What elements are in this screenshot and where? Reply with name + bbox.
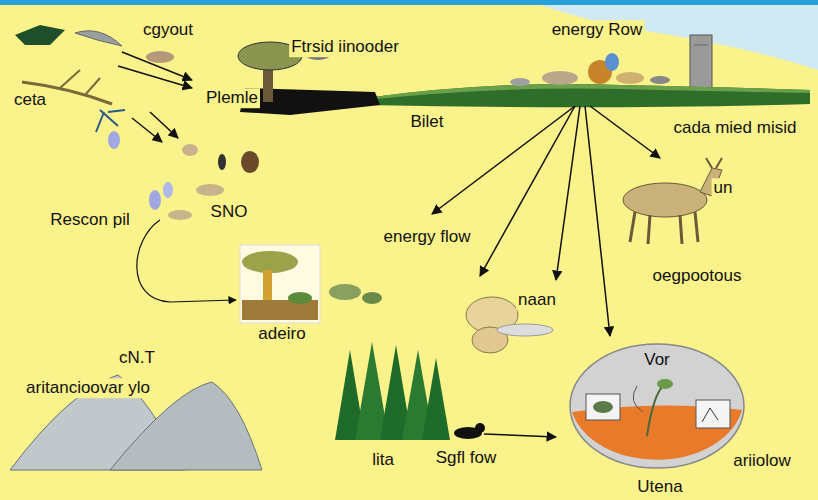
flow-arrow [585, 106, 610, 336]
flow-arrow [484, 434, 556, 437]
label: cgyout [141, 20, 195, 40]
label: Ftrsid iinooder [289, 37, 401, 57]
tower [690, 35, 712, 95]
label: cada mied misid [672, 118, 799, 138]
sky [540, 5, 818, 70]
flow-arrow [132, 118, 162, 142]
plants [108, 131, 120, 149]
plants [96, 110, 125, 132]
dome-detail [586, 394, 620, 420]
dome-detail [570, 344, 744, 468]
plants [163, 182, 173, 198]
plants [22, 70, 259, 220]
flow-arrow [590, 106, 660, 158]
hill [605, 53, 619, 71]
moth [497, 324, 553, 336]
node-text: Vor [568, 342, 746, 370]
hill [510, 78, 530, 86]
flow-arrow [122, 52, 192, 80]
dome-detail [647, 386, 663, 436]
flow-arrow [432, 106, 575, 214]
dome-detail [657, 379, 673, 389]
deer [630, 212, 698, 244]
dome-detail [702, 408, 718, 422]
dome-detail [696, 400, 730, 428]
label: oegpootous [651, 266, 744, 286]
deer [623, 158, 722, 244]
forest [475, 423, 485, 433]
label: cN.T [117, 348, 157, 368]
road [240, 88, 380, 115]
label: energy flow [382, 227, 473, 247]
flow-arrow [137, 220, 236, 302]
label: ceta [12, 90, 48, 110]
feather [146, 51, 174, 63]
dome-detail [633, 386, 643, 412]
label: Bilet [408, 112, 445, 132]
leaf [15, 25, 65, 45]
picture-box [240, 245, 320, 323]
forest [335, 342, 485, 440]
picture-box [263, 270, 272, 300]
dome-node: Vor [568, 342, 746, 470]
flow-arrow [150, 112, 178, 138]
plants [60, 70, 100, 95]
deer [706, 158, 722, 168]
tower [694, 45, 708, 46]
hill [365, 53, 810, 107]
hill [365, 84, 810, 107]
deer [623, 183, 707, 217]
feather [75, 31, 122, 46]
picture-box [362, 292, 382, 304]
plants [168, 210, 192, 220]
flow-arrow [118, 66, 192, 88]
plants [182, 144, 198, 156]
leaf [15, 25, 65, 45]
label: energy Row [550, 20, 645, 40]
label: lita [370, 450, 396, 470]
picture-box [240, 245, 382, 323]
tower [690, 35, 712, 95]
picture-box [242, 251, 298, 273]
picture-box [288, 292, 312, 304]
label: ariiolow [731, 451, 793, 471]
mountains [10, 375, 262, 470]
hill [616, 72, 644, 84]
picture-box [329, 284, 361, 300]
hill [650, 76, 670, 84]
label: SNO [209, 202, 250, 222]
label: naan [516, 290, 558, 310]
label: Utena [635, 477, 684, 497]
plants [241, 151, 259, 173]
label: Plemle [204, 88, 260, 108]
plants [196, 184, 224, 196]
forest [422, 358, 450, 440]
hill [542, 71, 578, 85]
label: un [712, 178, 735, 198]
label: Sgfl fow [434, 448, 498, 468]
road [240, 88, 380, 115]
label: aritancioovar ylo [24, 378, 152, 398]
plants [149, 190, 161, 210]
sky [0, 0, 818, 5]
dome-detail [593, 401, 613, 413]
flow-arrow [556, 106, 580, 280]
plants [218, 154, 226, 170]
hill [365, 84, 810, 100]
label: Rescon pil [48, 210, 131, 230]
label: adeiro [256, 324, 307, 344]
